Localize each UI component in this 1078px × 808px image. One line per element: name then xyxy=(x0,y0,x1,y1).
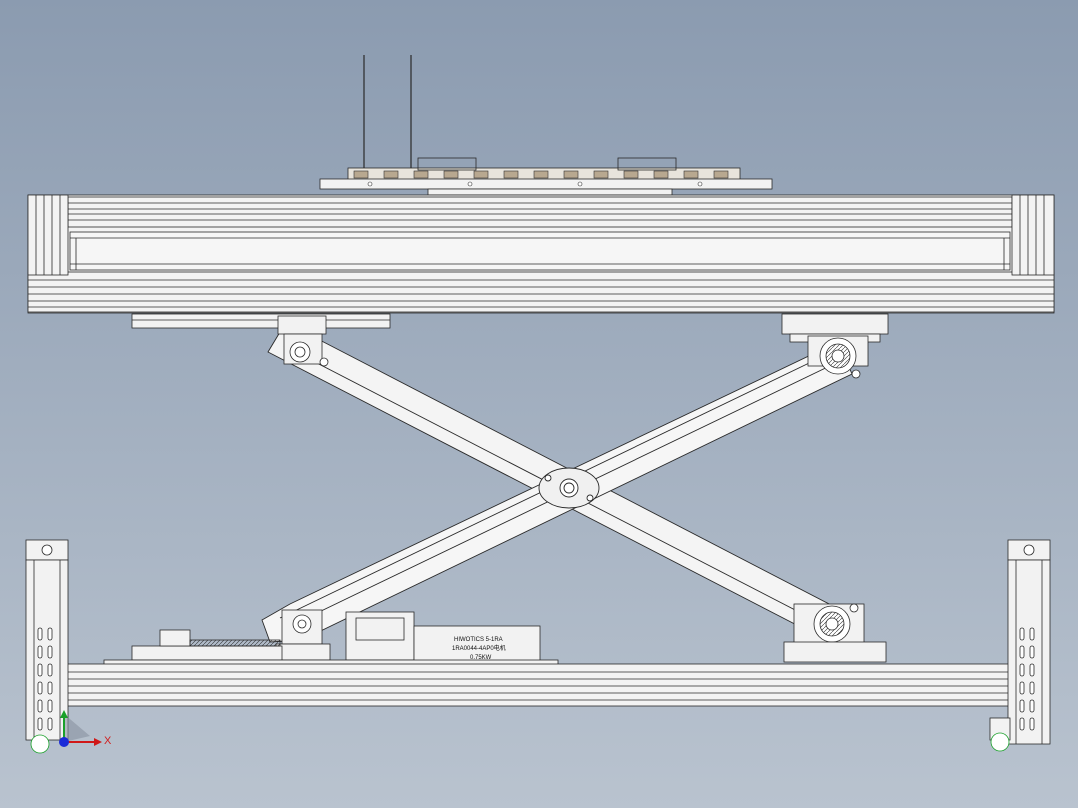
x-axis-label: X xyxy=(104,735,112,747)
bottom-right-roller xyxy=(783,603,887,663)
top-guide-rail xyxy=(131,313,889,343)
bottom-left-hinge xyxy=(275,609,331,661)
base-frame xyxy=(59,659,1017,707)
drive-unit xyxy=(131,611,541,663)
top-left-hinge xyxy=(277,315,329,367)
right-leg xyxy=(989,539,1051,752)
coordinate-triad: X xyxy=(59,710,112,747)
nameplate-line-3: 0.75KW xyxy=(470,655,492,661)
motor-nameplate: HIWOTICS 5-1RA 1RA0044-4AP0电机 0.75KW xyxy=(452,637,506,661)
left-leg xyxy=(25,539,69,754)
nameplate-line-1: HIWOTICS 5-1RA xyxy=(454,637,503,643)
nameplate-line-2: 1RA0044-4AP0电机 xyxy=(452,644,506,652)
top-fixture-plate xyxy=(319,55,773,196)
top-frame xyxy=(27,194,1055,314)
center-pivot xyxy=(538,467,600,509)
top-right-roller xyxy=(807,335,869,379)
